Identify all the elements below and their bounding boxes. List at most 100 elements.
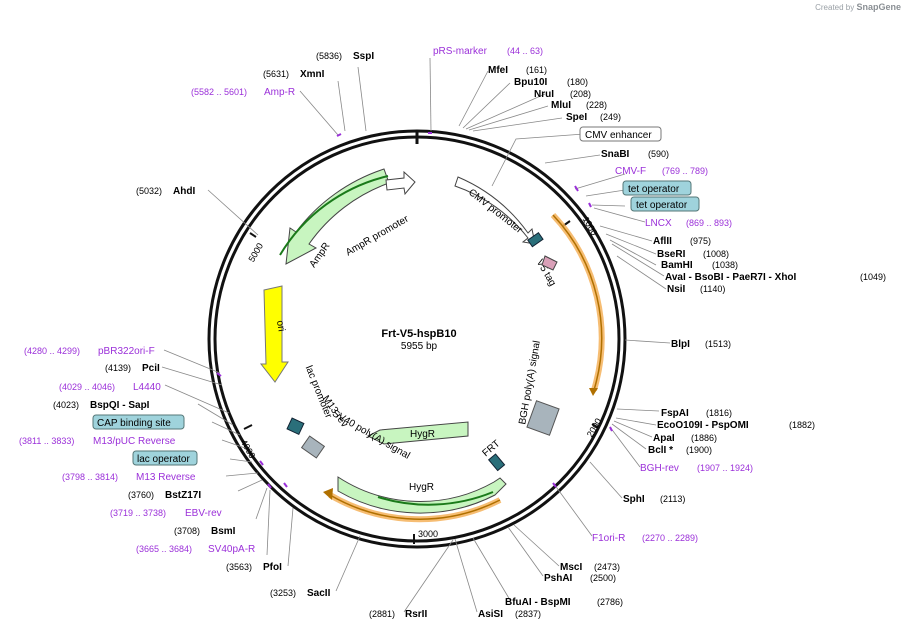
primer-l4440[interactable]: L4440 [133,382,161,393]
enzyme-bspqi-group[interactable]: BspQI - SapI [90,400,150,411]
enzyme-avai-group[interactable]: AvaI - BsoBI - PaeR7I - XhoI [665,272,797,283]
ampr-arrow [285,168,390,265]
enzyme-snabi[interactable]: SnaBI [601,149,630,160]
enzyme-rsrii-pos: (2881) [369,609,395,619]
enzyme-ecoo109i-group-pos: (1882) [789,420,815,430]
tet-operator-label-2[interactable]: tet operator [636,200,688,211]
enzyme-nrui-pos: (208) [570,89,591,99]
enzyme-apai[interactable]: ApaI [653,433,675,444]
enzyme-ahdi[interactable]: AhdI [173,186,195,197]
enzyme-asisi[interactable]: AsiSI [478,609,503,620]
enzyme-bseri[interactable]: BseRI [657,249,686,260]
enzyme-pcii[interactable]: PciI [142,363,160,374]
enzyme-bpu10i-pos: (180) [567,77,588,87]
primer-pbr322ori-f-range: (4280 .. 4299) [24,346,80,356]
primer-labels: pRS-marker (44 .. 63) CMV-F (769 .. 789)… [19,46,753,555]
enzyme-avai-group-pos: (1049) [860,272,886,282]
tick-5000: 5000 [246,241,265,263]
primer-cmv-f[interactable]: CMV-F [615,166,646,177]
hygr-orf-line [377,491,494,506]
ori-arrow [259,285,289,383]
v5-tag-box [527,232,544,248]
enzyme-blpi[interactable]: BlpI [671,339,690,350]
enzyme-pshai-pos: (2500) [590,573,616,583]
enzyme-mfei-pos: (161) [526,65,547,75]
primer-prs-marker[interactable]: pRS-marker [433,46,488,57]
enzyme-aflii-pos: (975) [690,236,711,246]
enzyme-labels: MfeI (161) Bpu10I (180) NruI (208) MluI … [53,51,886,620]
tet-operator-box-2 [630,196,700,212]
enzyme-bamhi[interactable]: BamHI [661,260,693,271]
credit-brand: SnapGene [856,2,901,12]
enzyme-pshai[interactable]: PshAI [544,573,573,584]
orf-arc-bottom-line [329,494,501,520]
enzyme-aflii[interactable]: AflII [653,236,672,247]
primer-sv40pa-r-range: (3665 .. 3684) [136,544,192,554]
enzyme-fspai[interactable]: FspAI [661,408,689,419]
enzyme-spei[interactable]: SpeI [566,112,587,123]
primer-amp-r-range: (5582 .. 5601) [191,87,247,97]
enzyme-nsii-pos: (1140) [700,284,725,294]
tet-operator-label-1[interactable]: tet operator [628,184,680,195]
enzyme-xmni-pos: (5631) [263,69,289,79]
primer-cmv-f-range: (769 .. 789) [662,166,708,176]
ampr-orf-line [279,175,389,256]
primer-m13-reverse[interactable]: M13 Reverse [136,472,196,483]
enzyme-xmni[interactable]: XmnI [300,69,325,80]
enzyme-msci-pos: (2473) [594,562,620,572]
primer-prs-marker-range: (44 .. 63) [507,46,543,56]
orf-arrowhead-right [589,388,598,396]
cmv-enhancer-label[interactable]: CMV enhancer [585,130,652,141]
cmv-enhancer-box [579,126,662,142]
small-feature-box [541,255,558,271]
cmv-promoter-label: CMV promoter [466,187,525,236]
enzyme-sphi[interactable]: SphI [623,494,645,505]
cap-binding-site-label[interactable]: CAP binding site [97,418,171,429]
primer-sv40pa-r[interactable]: SV40pA-R [208,544,255,555]
enzyme-rsrii[interactable]: RsrII [405,609,427,620]
enzyme-mfei[interactable]: MfeI [488,65,508,76]
frt-label: FRT [481,438,503,459]
enzyme-sspi-pos: (5836) [316,51,342,61]
hygr-outer-arrow [337,476,507,514]
primer-amp-r[interactable]: Amp-R [264,87,295,98]
hygr-outer-label: HygR [409,482,434,493]
enzyme-bfuai-group[interactable]: BfuAI - BspMI [505,597,571,608]
primer-l4440-range: (4029 .. 4046) [59,382,115,392]
enzyme-ecoo109i-group[interactable]: EcoO109I - PspOMI [657,420,749,431]
enzyme-sacii[interactable]: SacII [307,588,331,599]
primer-m13-reverse-range: (3798 .. 3814) [62,472,118,482]
enzyme-mlui[interactable]: MluI [551,100,571,111]
enzyme-nsii[interactable]: NsiI [667,284,686,295]
credit-prefix: Created by [815,3,855,12]
primer-pbr322ori-f[interactable]: pBR322ori-F [98,346,155,357]
primer-markers [216,132,613,489]
enzyme-bpu10i[interactable]: Bpu10I [514,77,548,88]
primer-lncx[interactable]: LNCX [645,218,672,229]
enzyme-mlui-pos: (228) [586,100,607,110]
enzyme-bamhi-pos: (1038) [712,260,738,270]
enzyme-msci[interactable]: MscI [560,562,582,573]
enzyme-bsmi[interactable]: BsmI [211,526,236,537]
enzyme-pfoi[interactable]: PfoI [263,562,282,573]
leader-lines [161,57,671,613]
hygr-inner-arrow [366,421,469,445]
primer-m13-puc-reverse[interactable]: M13/pUC Reverse [93,436,176,447]
enzyme-bstz17i[interactable]: BstZ17I [165,490,201,501]
enzyme-sspi[interactable]: SspI [353,51,374,62]
cap-binding-site-box [92,414,185,430]
lac-operator-label[interactable]: lac operator [137,454,190,465]
enzyme-sphi-pos: (2113) [660,494,685,504]
primer-bgh-rev[interactable]: BGH-rev [640,463,679,474]
enzyme-apai-pos: (1886) [691,433,717,443]
primer-lncx-range: (869 .. 893) [686,218,732,228]
enzyme-bcli[interactable]: BclI * [648,445,673,456]
enzyme-pfoi-pos: (3563) [226,562,252,572]
primer-f1ori-r[interactable]: F1ori-R [592,533,625,544]
enzyme-bspqi-group-pos: (4023) [53,400,79,410]
sv40-polya-box [300,435,326,459]
primer-m13-puc-reverse-range: (3811 .. 3833) [19,436,74,446]
enzyme-nrui[interactable]: NruI [534,89,554,100]
frt-box [487,453,506,472]
primer-ebv-rev[interactable]: EBV-rev [185,508,222,519]
